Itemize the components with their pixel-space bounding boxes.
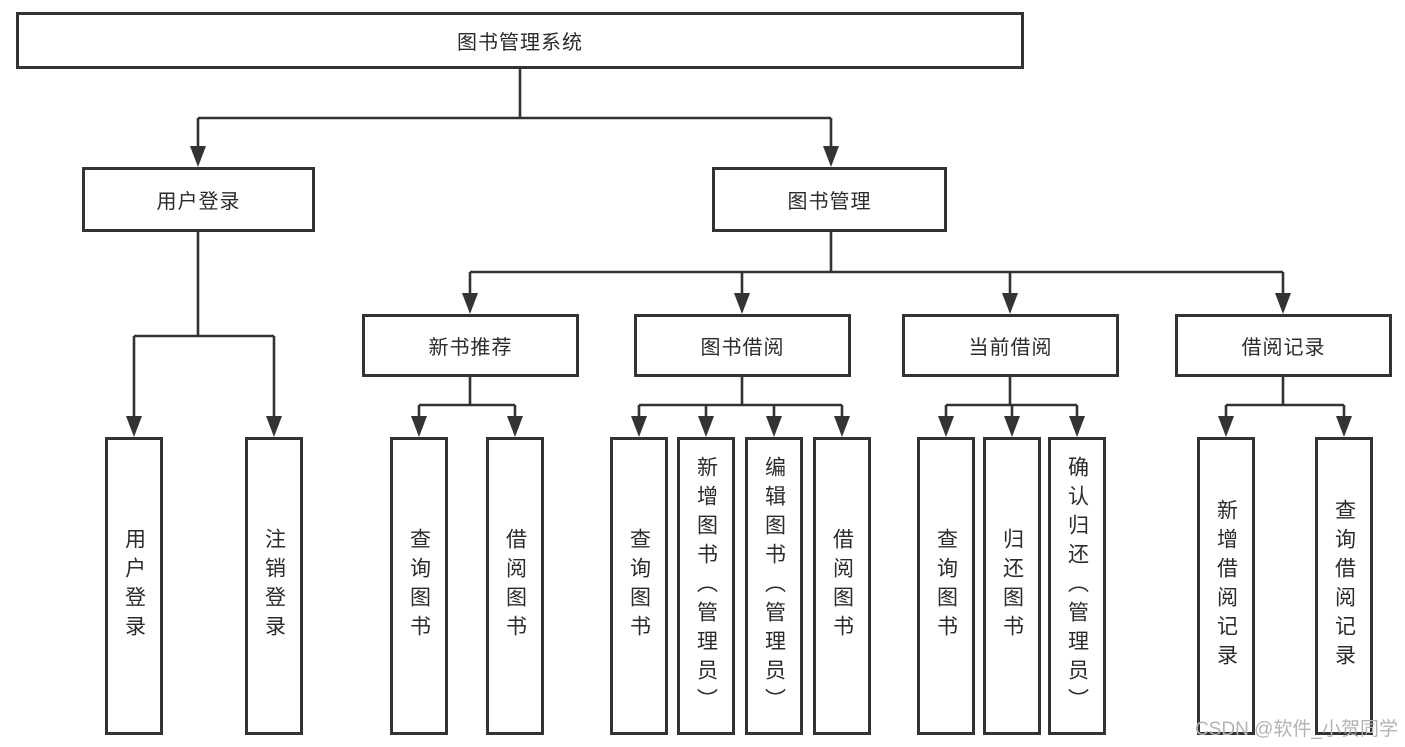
node-label: 当前借阅: [968, 337, 1053, 359]
node-add-borrow-record: 新增借阅记录: [1197, 437, 1255, 735]
node-query-books-1: 查询图书: [390, 437, 448, 735]
node-new-book-recommend: 新书推荐: [362, 314, 579, 377]
node-label: 图书管理系统: [457, 32, 583, 54]
node-label: 图书借阅: [700, 337, 785, 359]
node-label: 查询借阅记录: [1332, 499, 1356, 673]
node-label: 确认归还（管理员）: [1065, 455, 1089, 717]
node-user-login-leaf: 用户登录: [105, 437, 163, 735]
node-label: 注销登录: [262, 528, 286, 644]
node-label: 图书管理: [787, 191, 872, 213]
node-book-management: 图书管理: [712, 167, 947, 232]
node-label: 用户登录: [122, 528, 146, 644]
node-borrow-books-2: 借阅图书: [813, 437, 871, 735]
node-edit-books-admin: 编辑图书（管理员）: [745, 437, 803, 735]
node-borrow-records: 借阅记录: [1175, 314, 1392, 377]
node-label: 新书推荐: [428, 337, 513, 359]
node-label: 查询图书: [407, 528, 431, 644]
node-label: 查询图书: [934, 528, 958, 644]
node-system-root: 图书管理系统: [16, 12, 1024, 69]
node-query-books-3: 查询图书: [917, 437, 975, 735]
node-add-books-admin: 新增图书（管理员）: [677, 437, 735, 735]
node-label: 借阅图书: [503, 528, 527, 644]
node-label: 借阅记录: [1241, 337, 1326, 359]
node-confirm-return-admin: 确认归还（管理员）: [1048, 437, 1106, 735]
node-logout: 注销登录: [245, 437, 303, 735]
node-label: 用户登录: [156, 191, 241, 213]
node-label: 新增图书（管理员）: [694, 455, 718, 717]
node-label: 编辑图书（管理员）: [762, 455, 786, 717]
node-current-borrowing: 当前借阅: [902, 314, 1119, 377]
node-label: 借阅图书: [830, 528, 854, 644]
arrowhead-group: [126, 146, 1352, 437]
node-label: 归还图书: [1000, 528, 1024, 644]
node-book-borrowing: 图书借阅: [634, 314, 851, 377]
node-query-borrow-record: 查询借阅记录: [1315, 437, 1373, 735]
node-borrow-books-1: 借阅图书: [486, 437, 544, 735]
node-user-login: 用户登录: [82, 167, 315, 232]
node-query-books-2: 查询图书: [610, 437, 668, 735]
node-label: 查询图书: [627, 528, 651, 644]
node-return-books: 归还图书: [983, 437, 1041, 735]
csdn-watermark: CSDN @软件_小贺同学: [1195, 719, 1398, 740]
node-label: 新增借阅记录: [1214, 499, 1238, 673]
